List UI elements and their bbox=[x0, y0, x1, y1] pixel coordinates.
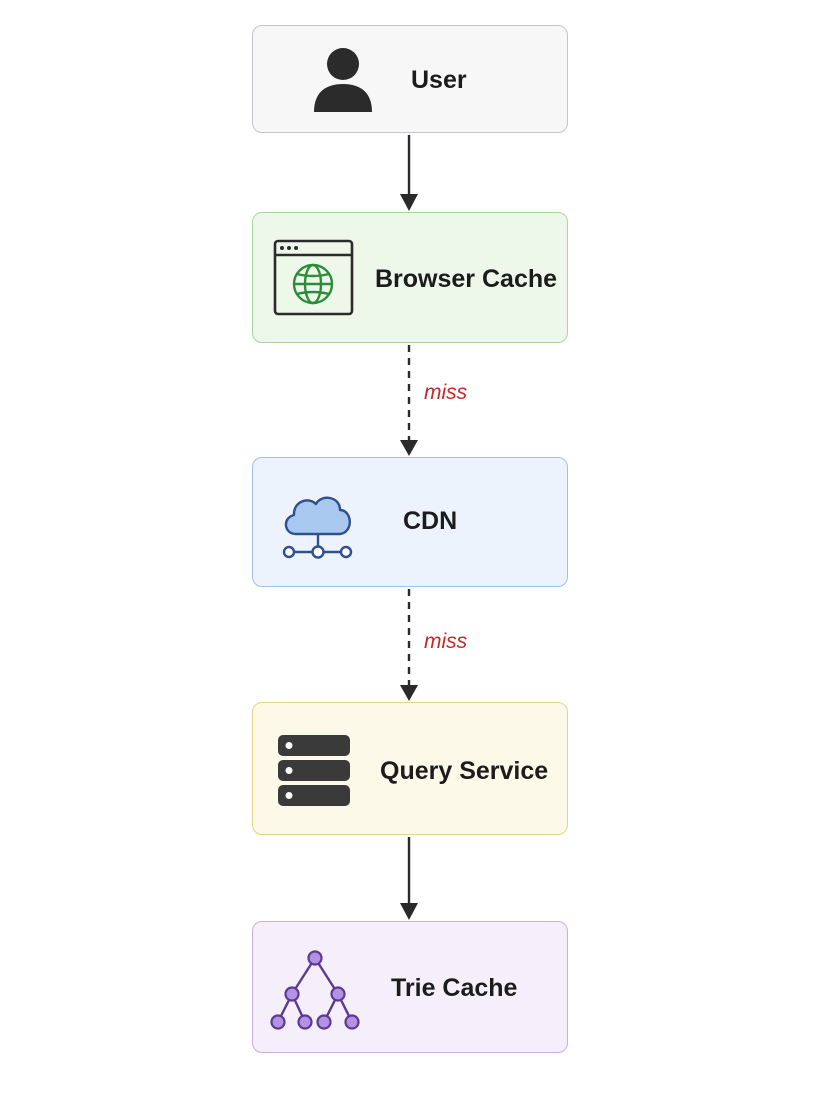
browser-globe-icon bbox=[273, 239, 355, 322]
node-query-service: Query Service bbox=[252, 702, 568, 835]
node-label-user: User bbox=[411, 66, 467, 94]
node-user: User bbox=[252, 25, 568, 133]
node-browser-cache: Browser Cache bbox=[252, 212, 568, 343]
node-label-cdn: CDN bbox=[403, 507, 458, 535]
arrow-query-to-trie bbox=[400, 837, 418, 920]
arrow-user-to-browser bbox=[400, 135, 418, 211]
edge-label-browser-cdn: miss bbox=[424, 381, 468, 404]
arrow-cdn-to-query bbox=[400, 589, 418, 701]
tree-hierarchy-icon bbox=[267, 948, 367, 1037]
server-stack-icon bbox=[276, 733, 352, 814]
node-cdn: CDN bbox=[252, 457, 568, 587]
node-trie-cache: Trie Cache bbox=[252, 921, 568, 1053]
node-label-query-service: Query Service bbox=[380, 757, 549, 785]
node-label-trie-cache: Trie Cache bbox=[391, 974, 518, 1002]
cloud-network-icon bbox=[278, 482, 358, 567]
arrow-browser-to-cdn bbox=[400, 345, 418, 456]
user-icon bbox=[312, 46, 374, 119]
node-label-browser-cache: Browser Cache bbox=[375, 265, 558, 293]
edge-label-cdn-query: miss bbox=[424, 630, 468, 653]
